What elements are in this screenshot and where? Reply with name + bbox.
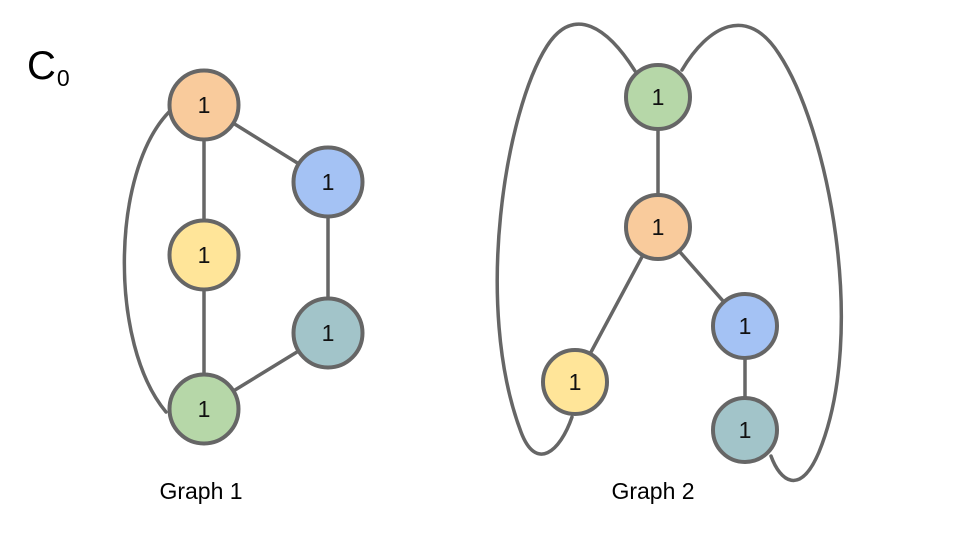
partition-label: C0 [27,46,70,90]
graph-node-blue [291,145,365,219]
graph-node-green [167,372,241,446]
graph-node-green [624,63,692,131]
partition-label-subscript: 0 [56,65,70,91]
graph-node-orange [167,68,241,142]
graph-node-blue [711,292,779,360]
graph-node-teal [711,396,779,464]
edge-green-yellow [495,22,637,456]
graph-2-caption: Graph 2 [611,478,694,504]
graph-node-teal [291,296,365,370]
partition-label-letter: C [27,44,56,88]
edge-green-teal [680,23,844,483]
edge-orange-green [122,110,171,414]
graph-node-yellow [167,218,241,292]
graph-1-caption: Graph 1 [159,478,242,504]
graph-node-orange [624,193,692,261]
graph-node-yellow [541,348,609,416]
